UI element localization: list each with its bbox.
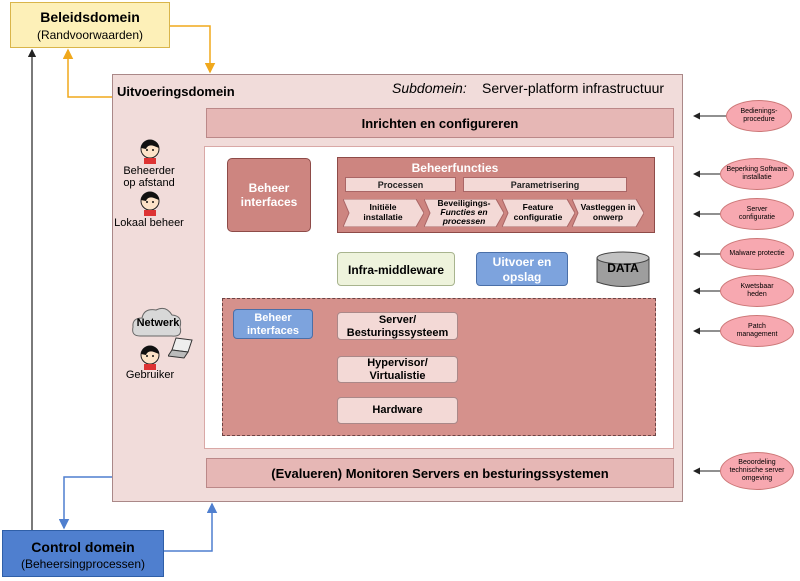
policy-domain-title: Beleidsdomein — [40, 9, 140, 25]
hardware-box: Hardware — [337, 397, 458, 424]
user-person-icon — [140, 345, 160, 370]
parametrization-label: Parametrisering — [463, 177, 627, 192]
execution-to-policy-arrow — [62, 48, 112, 98]
control-domain-title: Control domein — [31, 539, 135, 555]
step-feature-config: Feature configuratie — [502, 199, 575, 227]
network-cloud-icon — [132, 307, 182, 337]
control-to-execution-arrow — [164, 502, 218, 552]
policy-domain-box: Beleidsdomein (Randvoorwaarden) — [10, 2, 170, 48]
execution-domain-title: Uitvoeringsdomein — [117, 84, 235, 99]
server-os-box: Server/ Besturingssysteem — [337, 312, 458, 340]
subdomain-value: Server-platform infrastructuur — [482, 80, 665, 96]
local-admin-label: Lokaal beheer — [114, 217, 184, 229]
infra-middleware-box: Infra-middleware — [337, 252, 455, 286]
configure-bar: Inrichten en configureren — [206, 108, 674, 138]
note-operating-procedure: Bedienings-procedure — [726, 100, 792, 132]
output-storage-box: Uitvoer en opslag — [476, 252, 568, 286]
step-record-design: Vastleggen in onwerp — [572, 199, 644, 227]
user-label: Gebruiker — [125, 369, 175, 381]
control-domain-box: Control domein (Beheersingprocessen) — [2, 530, 164, 577]
hypervisor-box: Hypervisor/ Virtualistie — [337, 356, 458, 383]
remote-admin-label: Beheerder op afstand — [123, 165, 175, 189]
admin-local-person-icon — [140, 191, 160, 216]
processes-label: Processen — [345, 177, 456, 192]
management-interfaces-top: Beheer interfaces — [227, 158, 311, 232]
laptop-icon — [168, 337, 193, 359]
step-initial-install: Initiële installatie — [343, 199, 424, 227]
data-label: DATA — [607, 261, 639, 275]
policy-domain-subtitle: (Randvoorwaarden) — [36, 28, 144, 42]
step-security: Beveiligings- Functies en processen — [424, 199, 504, 227]
network-label: Netwerk — [136, 317, 180, 329]
admin-remote-person-icon — [140, 139, 160, 164]
execution-to-control-arrow — [58, 476, 112, 530]
note-malware-protection: Malware protectie — [720, 238, 794, 270]
management-functions-title: Beheerfuncties — [411, 161, 499, 175]
subdomain-label: Subdomein: — [392, 80, 467, 96]
data-cylinder-icon — [596, 251, 650, 287]
monitor-bar: (Evalueren) Monitoren Servers en besturi… — [206, 458, 674, 488]
management-interfaces-bottom: Beheer interfaces — [233, 309, 313, 339]
policy-to-execution-arrow — [170, 25, 216, 74]
control-domain-subtitle: (Beheersingprocessen) — [20, 557, 146, 571]
